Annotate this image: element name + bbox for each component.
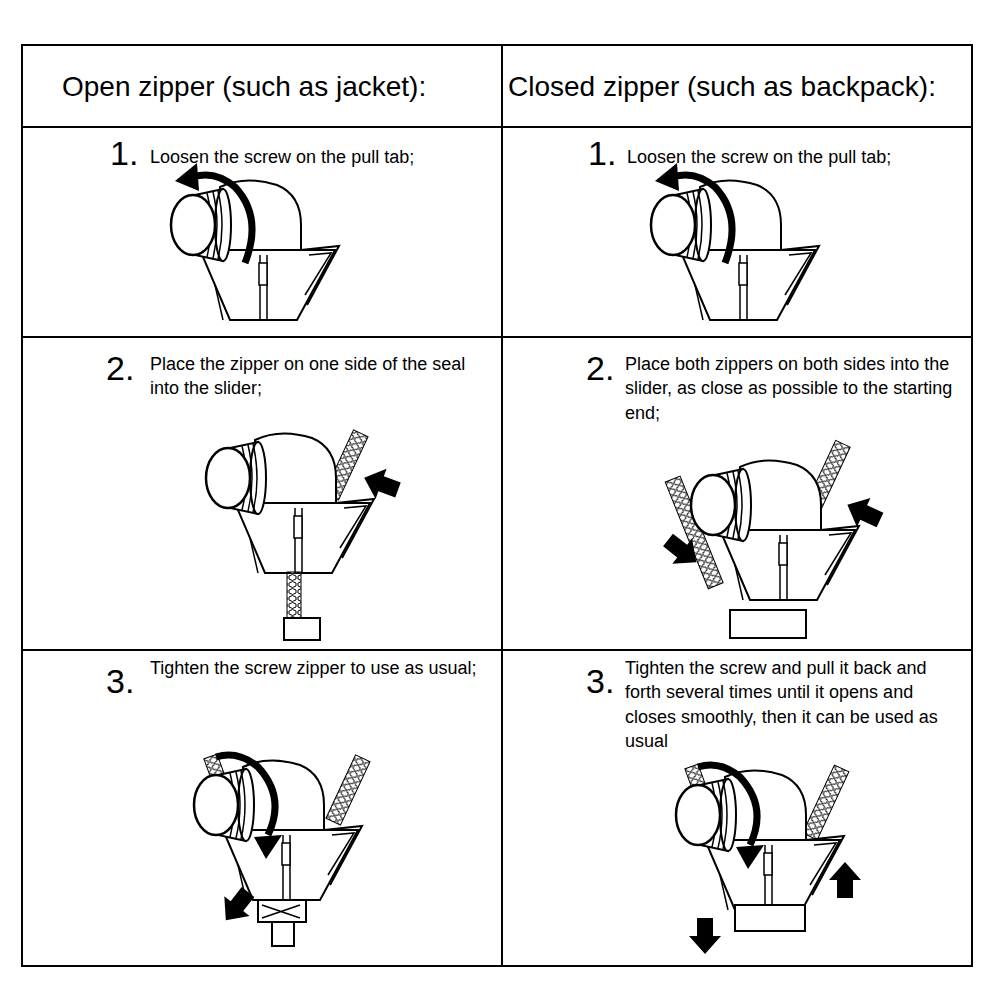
step-text: Loosen the screw on the pull tab; xyxy=(627,145,967,169)
step-text: Place both zippers on both sides into th… xyxy=(625,352,967,425)
slider-illustration xyxy=(676,764,861,954)
step-number: 3. xyxy=(586,664,626,698)
step-number: 2. xyxy=(586,351,626,385)
slider-illustration xyxy=(206,430,403,640)
slider-illustration xyxy=(171,163,339,320)
step-number: 1. xyxy=(588,136,628,170)
step-number: 3. xyxy=(106,664,150,698)
step-text: Tighten the screw and pull it back and f… xyxy=(625,656,967,753)
column-header: Closed zipper (such as backpack): xyxy=(508,68,970,106)
step-text: Tighten the screw zipper to use as usual… xyxy=(150,656,495,680)
column-header: Open zipper (such as jacket): xyxy=(62,68,494,106)
slider-illustration xyxy=(194,754,370,946)
step-number: 1. xyxy=(110,136,150,170)
step-text: Place the zipper on one side of the seal… xyxy=(150,352,495,401)
table-grid xyxy=(22,45,972,966)
slider-illustration xyxy=(651,163,819,320)
step-number: 2. xyxy=(106,351,150,385)
step-text: Loosen the screw on the pull tab; xyxy=(150,145,495,169)
slider-illustration xyxy=(658,440,887,638)
